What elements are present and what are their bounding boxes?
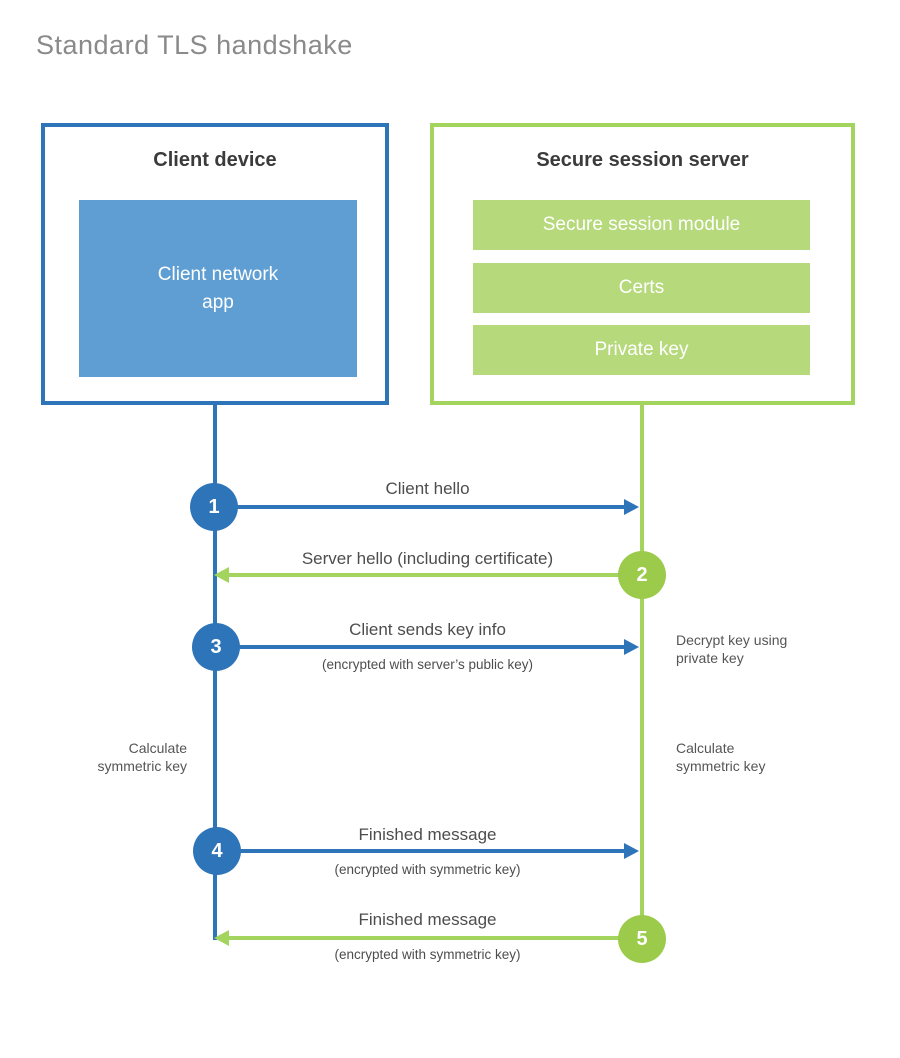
message-4-sublabel: (encrypted with symmetric key): [334, 862, 521, 877]
client-device-heading: Client device: [153, 149, 277, 171]
server-lifeline: [640, 405, 644, 940]
secure-session-server-box: Secure session server Secure session mod…: [430, 123, 855, 405]
server-module-certs: Certs: [473, 263, 810, 313]
step-4-badge: 4: [193, 827, 241, 875]
note-decrypt-key: Decrypt key using private key: [676, 632, 788, 667]
step-5-badge: 5: [618, 915, 666, 963]
message-4-label: Finished message: [358, 825, 497, 844]
message-1-arrow: [214, 505, 626, 509]
step-3-badge: 3: [192, 623, 240, 671]
message-4-arrow: [217, 849, 626, 853]
message-5-sublabel: (encrypted with symmetric key): [334, 947, 521, 962]
message-2-arrow: [229, 573, 640, 577]
message-5-arrowhead-icon: [214, 930, 229, 946]
note-calculate-symmetric-key-server: Calculate symmetric key: [676, 740, 766, 775]
server-module-private-key: Private key: [473, 325, 810, 375]
server-heading: Secure session server: [536, 149, 749, 171]
message-5-label: Finished message: [358, 910, 497, 929]
step-1-badge: 1: [190, 483, 238, 531]
message-4-arrowhead-icon: [624, 843, 639, 859]
note-calculate-symmetric-key-client: Calculate symmetric key: [97, 740, 187, 775]
message-1-label: Client hello: [385, 479, 470, 498]
message-2-arrowhead-icon: [214, 567, 229, 583]
step-2-badge: 2: [618, 551, 666, 599]
message-3-arrowhead-icon: [624, 639, 639, 655]
client-network-app-box: Client network app: [79, 200, 357, 377]
message-5-arrow: [229, 936, 640, 940]
message-3-sublabel: (encrypted with server’s public key): [321, 657, 534, 672]
client-device-box: Client device Client network app: [41, 123, 389, 405]
message-3-arrow: [216, 645, 626, 649]
message-1-arrowhead-icon: [624, 499, 639, 515]
message-2-label: Server hello (including certificate): [301, 549, 554, 568]
page-title: Standard TLS handshake: [36, 30, 353, 60]
server-module-secure-session: Secure session module: [473, 200, 810, 250]
client-lifeline: [213, 405, 217, 940]
message-3-label: Client sends key info: [349, 620, 506, 639]
